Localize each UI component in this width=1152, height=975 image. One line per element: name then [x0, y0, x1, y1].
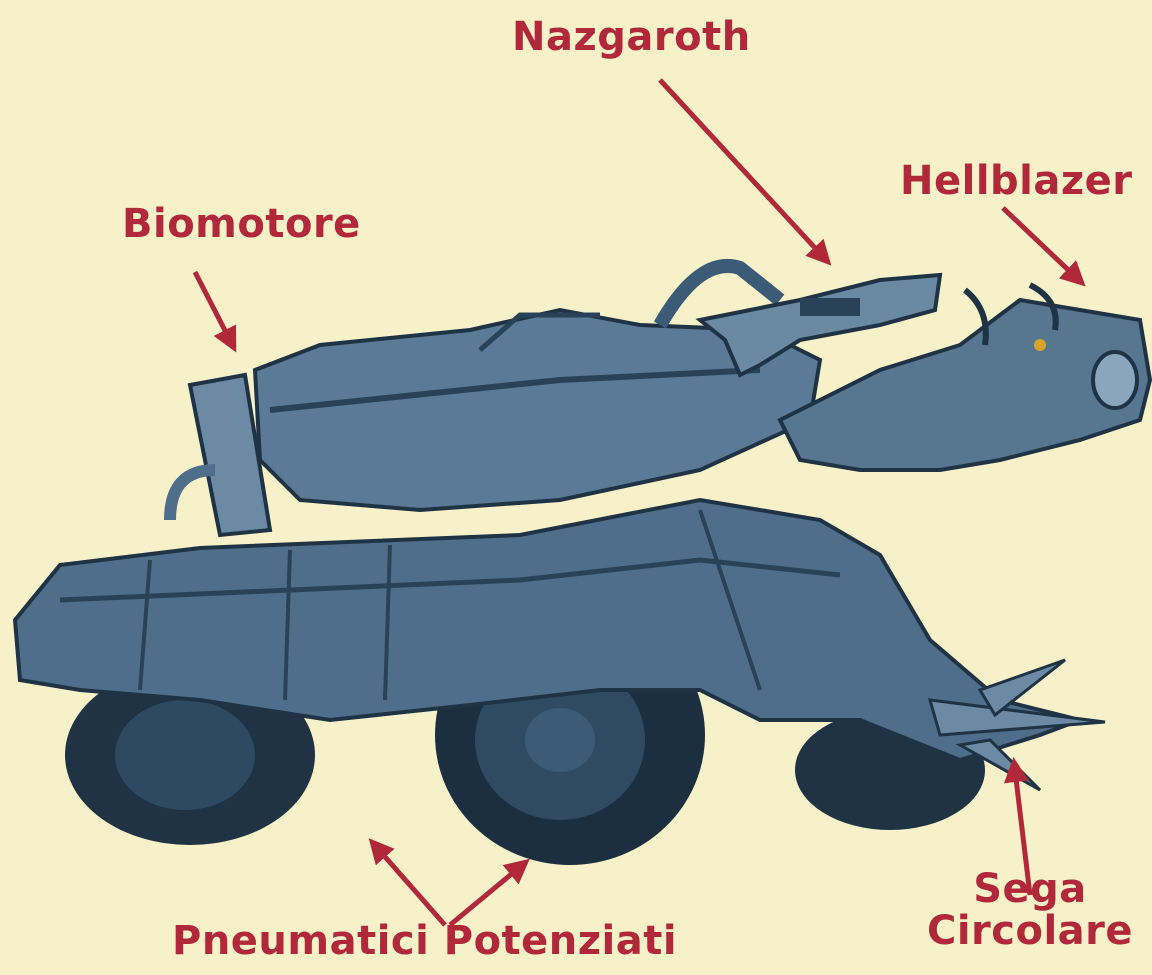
- arrow-icon: [450, 862, 526, 925]
- label-biomotore: Biomotore: [122, 203, 361, 245]
- label-hellblazer: Hellblazer: [900, 160, 1133, 202]
- arrow-icon: [372, 842, 445, 925]
- label-nazgaroth: Nazgaroth: [512, 16, 751, 58]
- arrow-icon: [195, 272, 234, 348]
- arrow-icon: [660, 80, 828, 262]
- label-sega-line2: Circolare: [925, 910, 1135, 952]
- label-sega-circolare: Sega Circolare: [925, 868, 1135, 952]
- label-pneumatici-potenziati: Pneumatici Potenziati: [172, 920, 677, 962]
- label-sega-line1: Sega: [925, 868, 1135, 910]
- arrow-icon: [1003, 208, 1082, 283]
